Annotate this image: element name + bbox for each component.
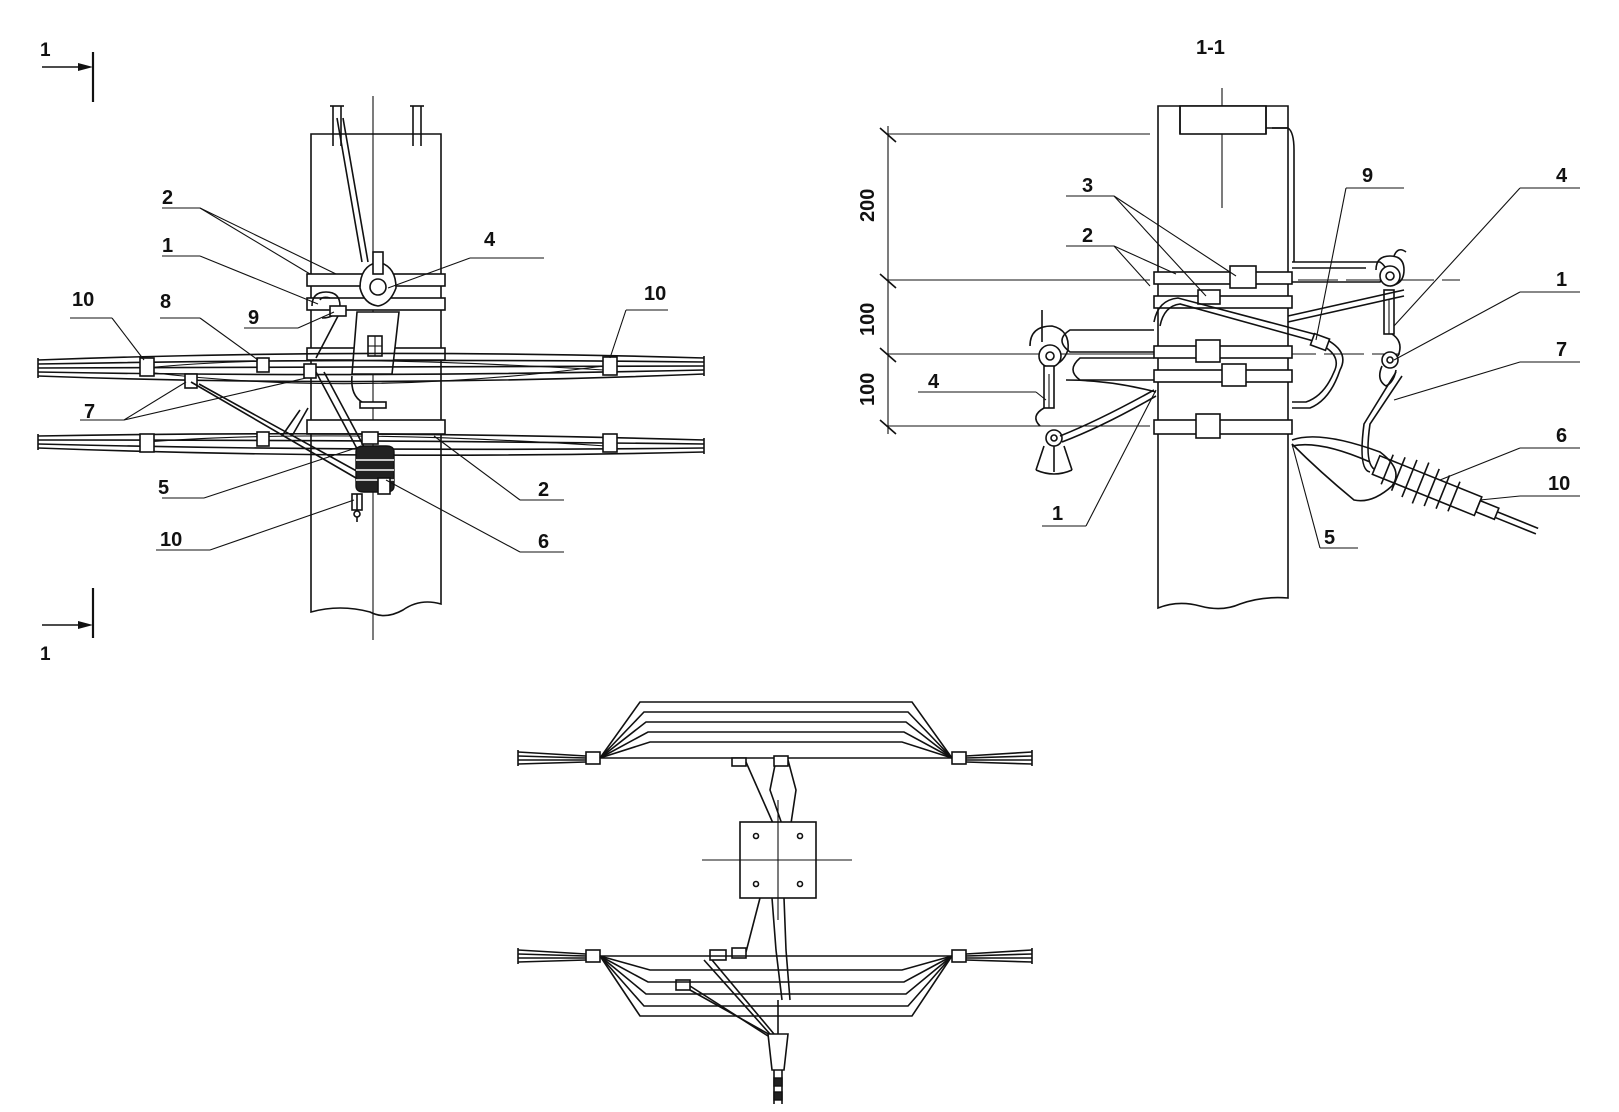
side-callout-4-left: 4 <box>928 371 940 393</box>
side-callout-9: 9 <box>1362 165 1373 187</box>
front-pole <box>310 133 442 617</box>
front-callout-2-bottom: 2 <box>538 479 549 501</box>
front-callout-10-bottom: 10 <box>160 529 182 551</box>
dimension-100-lower: 100 <box>857 373 879 406</box>
side-pole <box>1157 105 1289 610</box>
plan-view <box>517 701 1033 1104</box>
dimension-200: 200 <box>857 189 879 222</box>
front-callout-8: 8 <box>160 291 171 313</box>
front-callout-1: 1 <box>162 235 173 257</box>
section-mark-bottom: 1 <box>40 588 95 665</box>
front-callout-9: 9 <box>248 307 259 329</box>
side-callout-1-bottom: 1 <box>1052 503 1063 525</box>
section-mark-top-label: 1 <box>40 40 51 61</box>
side-callout-5: 5 <box>1324 527 1335 549</box>
front-callout-6: 6 <box>538 531 549 553</box>
side-callout-3: 3 <box>1082 175 1093 197</box>
side-callout-4-right: 4 <box>1556 165 1568 187</box>
dimension-100-upper: 100 <box>857 303 879 336</box>
section-mark-top: 1 <box>40 40 95 102</box>
section-mark-bottom-label: 1 <box>40 644 51 665</box>
front-callout-10-left: 10 <box>72 289 94 311</box>
side-callout-10: 10 <box>1548 473 1570 495</box>
front-view: 2 1 4 10 8 9 10 7 5 2 10 6 <box>37 96 705 640</box>
front-callout-5: 5 <box>158 477 169 499</box>
side-callout-1-right: 1 <box>1556 269 1567 291</box>
side-callout-6: 6 <box>1556 425 1567 447</box>
front-callout-4: 4 <box>484 229 496 251</box>
side-view: 1-1 200 100 100 <box>857 37 1580 610</box>
section-title: 1-1 <box>1196 37 1225 59</box>
front-callout-7: 7 <box>84 401 95 423</box>
front-callout-2-top: 2 <box>162 187 173 209</box>
front-callout-10-right: 10 <box>644 283 666 305</box>
side-callout-7: 7 <box>1556 339 1567 361</box>
side-callout-2: 2 <box>1082 225 1093 247</box>
